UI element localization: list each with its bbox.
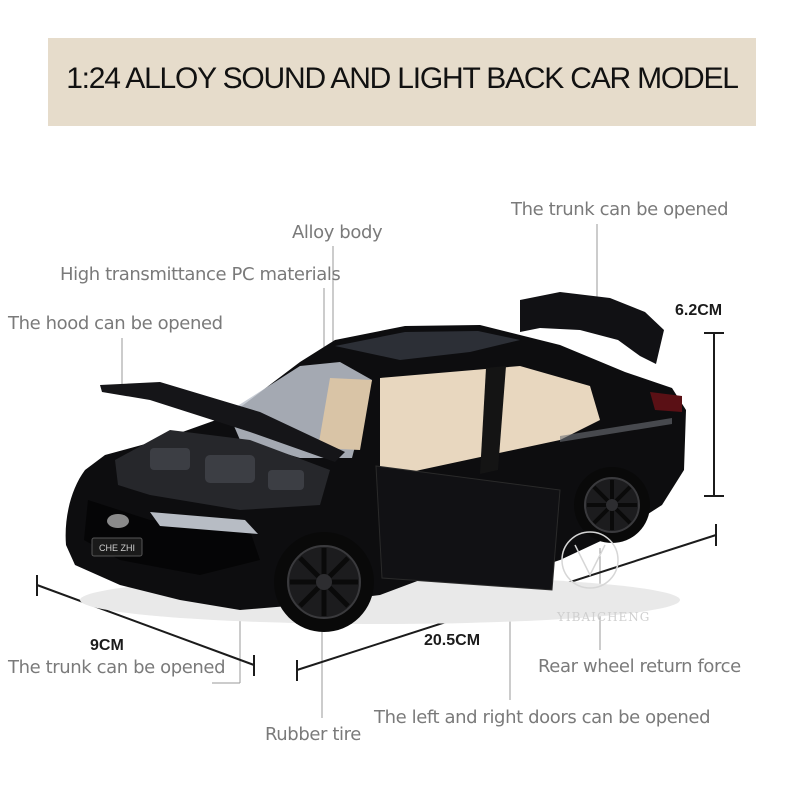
car: CHE ZHI xyxy=(65,292,686,632)
title-banner: 1:24 ALLOY SOUND AND LIGHT BACK CAR MODE… xyxy=(48,38,756,126)
banner-title: 1:24 ALLOY SOUND AND LIGHT BACK CAR MODE… xyxy=(66,62,739,95)
engine-parts xyxy=(150,448,304,490)
label-alloy-body: Alloy body xyxy=(292,222,383,243)
plate-text: CHE ZHI xyxy=(99,543,135,553)
opened-hood xyxy=(100,382,345,462)
label-pc-materials: High transmittance PC materials xyxy=(60,264,341,285)
headlight xyxy=(150,512,258,534)
brand-emblem xyxy=(107,514,129,528)
watermark-text: YIBAICHENG xyxy=(557,610,651,624)
open-door xyxy=(375,465,561,591)
dimension-height: 6.2CM xyxy=(675,302,723,319)
tail-light xyxy=(650,392,682,412)
watermark-logo xyxy=(561,531,619,589)
rear-door-frame xyxy=(480,366,506,474)
label-trunk-opened-top: The trunk can be opened xyxy=(511,199,729,220)
dimension-width: 9CM xyxy=(90,637,124,654)
rear-wheel xyxy=(574,467,650,543)
label-rear-wheel: Rear wheel return force xyxy=(538,656,741,677)
front-wheel xyxy=(274,532,374,632)
body-highlight xyxy=(560,418,672,442)
opened-trunk-lid xyxy=(520,292,664,364)
label-trunk-opened-bottom: The trunk can be opened xyxy=(8,657,226,678)
license-plate xyxy=(91,537,143,557)
label-rubber-tire: Rubber tire xyxy=(265,724,361,745)
label-doors-opened: The left and right doors can be opened xyxy=(374,707,711,728)
front-seat xyxy=(318,378,372,450)
label-hood-opened: The hood can be opened xyxy=(8,313,223,334)
dimension-length: 20.5CM xyxy=(424,632,481,649)
sunroof xyxy=(335,331,520,360)
